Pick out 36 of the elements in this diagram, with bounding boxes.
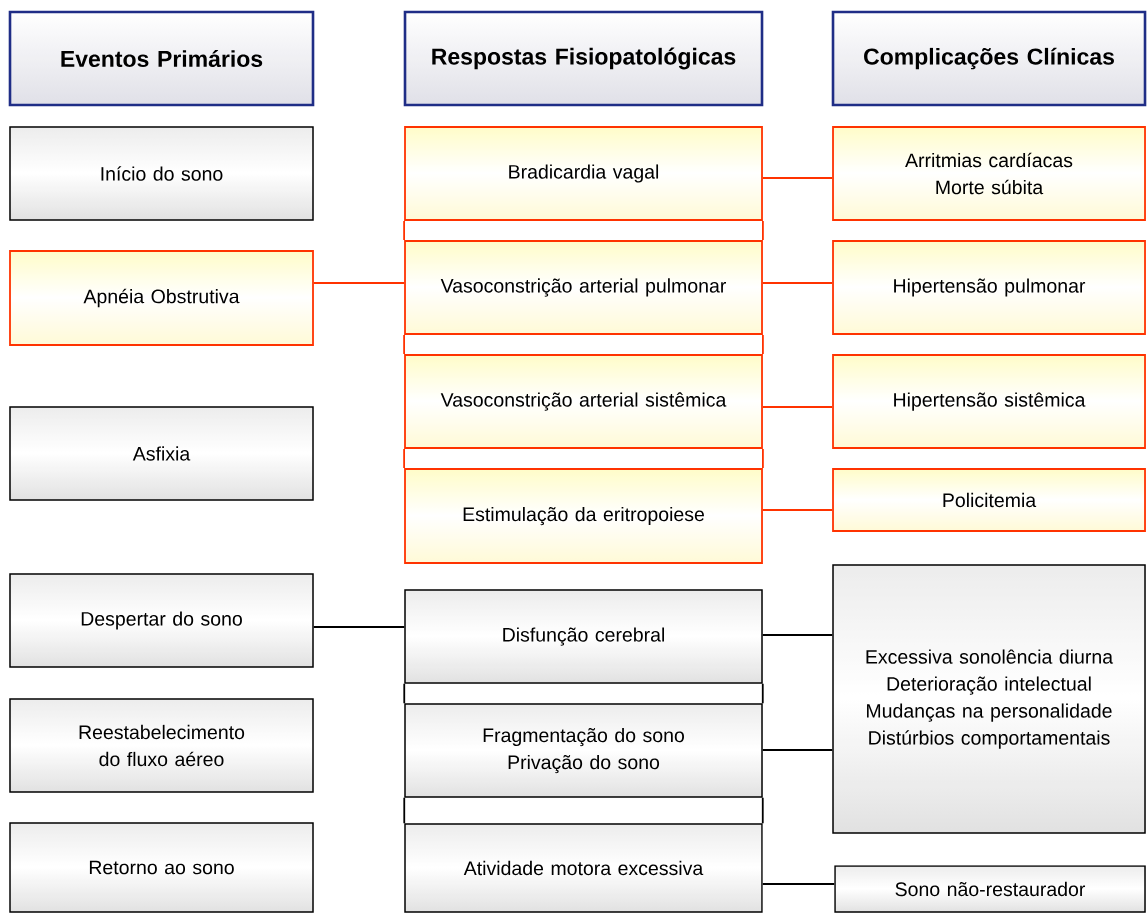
process-box: Arritmias cardíacas Morte súbita	[832, 126, 1146, 221]
connector-line	[762, 406, 833, 408]
process-box: Policitemia	[832, 468, 1146, 532]
process-box: Hipertensão pulmonar	[832, 240, 1146, 335]
process-box: Apnéia Obstrutiva	[9, 250, 314, 346]
process-box: Vasoconstrição arterial sistêmica	[404, 354, 763, 449]
process-box: Sono não-restaurador	[834, 865, 1146, 913]
connector-line	[313, 282, 405, 284]
connector-line	[761, 634, 834, 636]
link-line	[403, 220, 764, 241]
process-box: Retorno ao sono	[9, 822, 314, 913]
connector-line	[762, 177, 833, 179]
connector-line	[762, 509, 833, 511]
process-box: Excessiva sonolência diurna Deterioração intelectual Mudanças na personalidade Distúrbios comportamentais	[832, 564, 1146, 834]
process-box: Atividade motora excessiva	[404, 823, 763, 913]
process-box: Vasoconstrição arterial pulmonar	[404, 240, 763, 335]
link-line	[403, 796, 764, 825]
link-line	[403, 448, 764, 469]
link-line	[403, 334, 764, 355]
connector-line	[312, 626, 406, 628]
process-box: Reestabelecimento do fluxo aéreo	[9, 698, 314, 793]
process-box: Início do sono	[9, 126, 314, 221]
process-box: Hipertensão sistêmica	[832, 354, 1146, 449]
column-header: Eventos Primários	[8, 10, 315, 107]
process-box: Estimulação da eritropoiese	[404, 468, 763, 564]
column-header: Complicações Clínicas	[831, 10, 1147, 107]
connector-line	[761, 749, 834, 751]
column-header: Respostas Fisiopatológicas	[403, 10, 764, 107]
connector-line	[761, 883, 836, 885]
process-box: Despertar do sono	[9, 573, 314, 668]
connector-line	[762, 282, 833, 284]
process-box: Disfunção cerebral	[404, 589, 763, 684]
link-line	[403, 682, 764, 705]
process-box: Fragmentação do sono Privação do sono	[404, 703, 763, 798]
process-box: Bradicardia vagal	[404, 126, 763, 221]
process-box: Asfixia	[9, 406, 314, 501]
